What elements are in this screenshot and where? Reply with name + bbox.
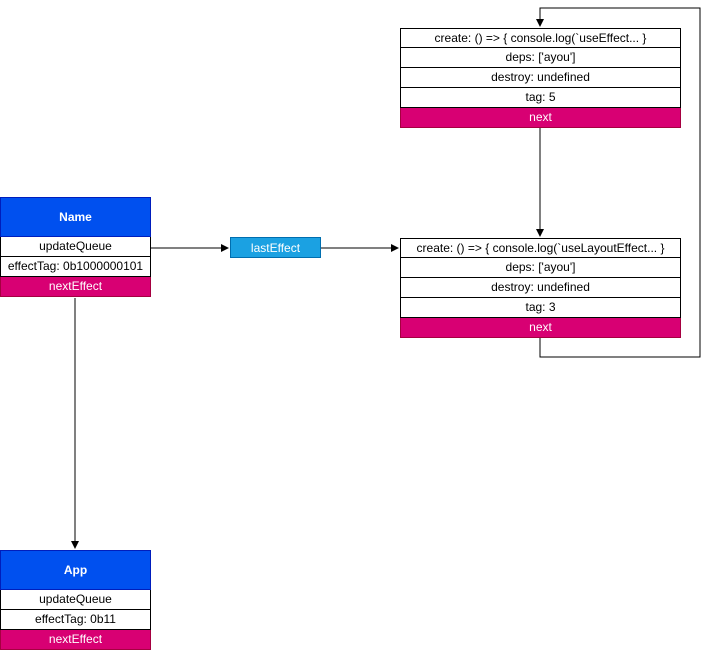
layout-effect-tag: tag: 3	[400, 298, 681, 318]
fiber-app-node: App updateQueue effectTag: 0b11 nextEffe…	[0, 550, 151, 650]
layout-effect-destroy: destroy: undefined	[400, 278, 681, 298]
arrow-layout-effect-next-loop	[536, 7, 701, 358]
effect-next: next	[400, 108, 681, 128]
fiber-app-effect-tag: effectTag: 0b11	[0, 610, 151, 630]
fiber-name-update-queue: updateQueue	[0, 237, 151, 257]
effect-tag: tag: 5	[400, 88, 681, 108]
effect-use-effect-node: create: () => { console.log(`useEffect..…	[400, 28, 681, 128]
fiber-app-title: App	[0, 550, 151, 590]
layout-effect-deps: deps: ['ayou']	[400, 258, 681, 278]
fiber-name-next-effect: nextEffect	[0, 277, 151, 297]
effect-deps: deps: ['ayou']	[400, 48, 681, 68]
fiber-name-effect-tag: effectTag: 0b1000000101	[0, 257, 151, 277]
fiber-name-title: Name	[0, 197, 151, 237]
effect-create: create: () => { console.log(`useEffect..…	[400, 28, 681, 48]
fiber-app-update-queue: updateQueue	[0, 590, 151, 610]
layout-effect-next: next	[400, 318, 681, 338]
effect-destroy: destroy: undefined	[400, 68, 681, 88]
last-effect-box: lastEffect	[230, 237, 321, 258]
fiber-app-next-effect: nextEffect	[0, 630, 151, 650]
effect-use-layout-effect-node: create: () => { console.log(`useLayoutEf…	[400, 238, 681, 338]
fiber-name-node: Name updateQueue effectTag: 0b1000000101…	[0, 197, 151, 297]
layout-effect-create: create: () => { console.log(`useLayoutEf…	[400, 238, 681, 258]
